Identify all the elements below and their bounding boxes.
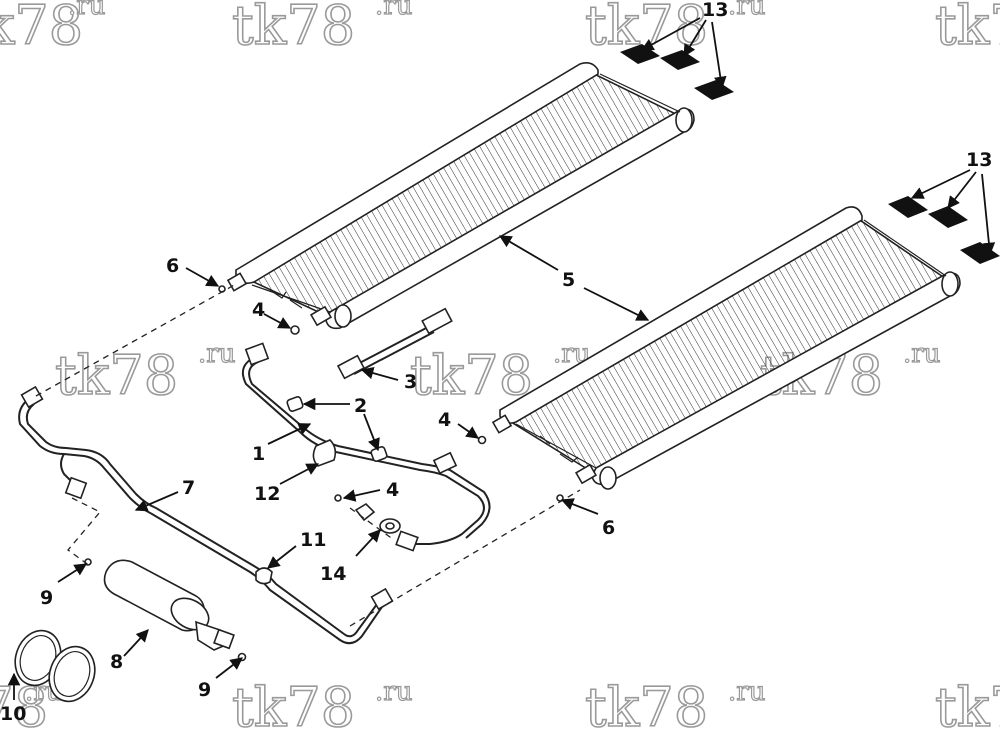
svg-text:.ru: .ru — [903, 339, 940, 369]
label-6: 6 — [602, 517, 615, 539]
watermark: tk78 .ru — [409, 338, 591, 407]
label-13: 13 — [966, 149, 992, 171]
foam-pads — [620, 44, 1000, 264]
svg-text:tk78: tk78 — [232, 676, 355, 729]
hose-line-7 — [18, 385, 394, 645]
pressure-switch — [336, 307, 453, 380]
label-8: 8 — [110, 651, 123, 673]
label-3: 3 — [404, 371, 417, 393]
label-6: 6 — [166, 255, 179, 277]
label-1: 1 — [252, 443, 265, 465]
svg-text:tk78: tk78 — [935, 676, 1000, 729]
hose-line-1 — [242, 342, 491, 552]
svg-text:tk78: tk78 — [410, 344, 533, 407]
svg-text:tk78: tk78 — [55, 344, 178, 407]
svg-text:tk78: tk78 — [232, 0, 355, 57]
svg-text:tk78: tk78 — [935, 0, 1000, 57]
svg-text:tk78: tk78 — [585, 676, 708, 729]
svg-text:.ru: .ru — [728, 0, 765, 21]
watermark: tk78 .ru — [231, 0, 413, 58]
watermark: tk78 .ru — [584, 0, 766, 58]
condenser-lower — [491, 206, 961, 490]
svg-text:.ru: .ru — [728, 677, 765, 707]
label-9: 9 — [40, 587, 53, 609]
label-2: 2 — [354, 395, 367, 417]
watermark: tk78 — [934, 0, 1000, 58]
label-12: 12 — [254, 483, 280, 505]
connection-lines — [35, 283, 581, 627]
label-13: 13 — [702, 0, 728, 21]
label-4: 4 — [252, 299, 265, 321]
condenser-upper — [226, 62, 695, 330]
svg-text:.ru: .ru — [375, 0, 412, 21]
svg-text:tk78: tk78 — [0, 0, 83, 57]
label-4: 4 — [438, 409, 451, 431]
watermark: tk78 .ru — [54, 338, 236, 407]
watermark: tk78 .ru — [231, 675, 413, 729]
watermark: tk78 .ru — [584, 675, 766, 729]
label-4: 4 — [386, 479, 399, 501]
watermark: tk78 — [934, 675, 1000, 729]
label-7: 7 — [182, 477, 195, 499]
label-10: 10 — [0, 703, 26, 725]
mounting-clamps — [14, 629, 96, 703]
svg-text:.ru: .ru — [198, 339, 235, 369]
label-9: 9 — [198, 679, 211, 701]
svg-text:.ru: .ru — [68, 0, 105, 21]
label-5: 5 — [562, 269, 575, 291]
watermark: tk78 .ru — [0, 0, 106, 58]
label-14: 14 — [320, 563, 346, 585]
receiver-drier — [103, 559, 235, 651]
leader-arrows — [7, 17, 996, 700]
label-11: 11 — [300, 529, 326, 551]
small-parts — [84, 285, 564, 662]
svg-text:.ru: .ru — [375, 677, 412, 707]
